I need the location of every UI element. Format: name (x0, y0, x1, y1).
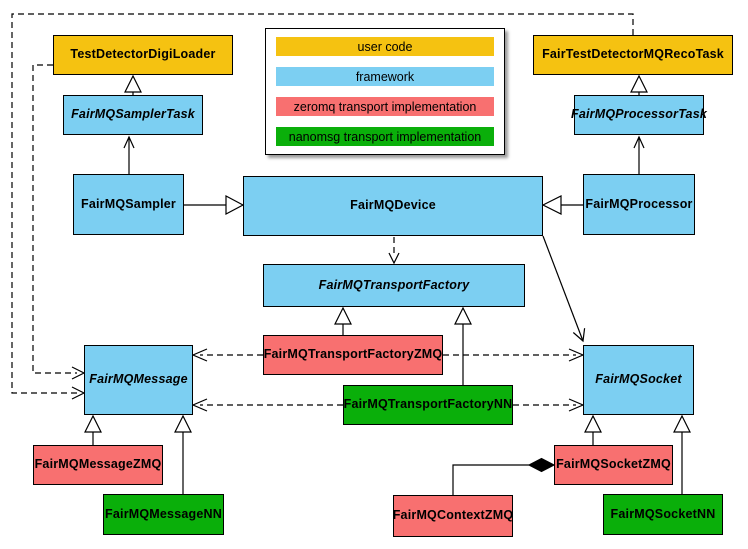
node-fairmqprocessor: FairMQProcessor (583, 174, 695, 235)
edge-processor-device (541, 195, 583, 215)
node-fairtestdetectormqrecotask: FairTestDetectorMQRecoTask (533, 35, 733, 75)
node-testdetectordigiloader: TestDetectorDigiLoader (53, 35, 233, 75)
node-fairmqprocessortask: FairMQProcessorTask (571, 95, 707, 135)
edge-device-transportfactory (388, 237, 400, 265)
edge-samplertask-digiloader (124, 74, 142, 95)
edge-processor-processortask (633, 135, 645, 174)
node-fairmqdevice: FairMQDevice (243, 176, 543, 236)
edge-socketzmq-socket (584, 414, 602, 445)
legend-item-zeromq: zeromq transport implementation (276, 97, 494, 116)
node-fairmqmessagenn: FairMQMessageNN (103, 494, 224, 535)
edge-sampler-device (184, 195, 245, 215)
node-fairmqtransportfactorynn: FairMQTransportFactoryNN (343, 385, 513, 425)
node-fairmqmessage: FairMQMessage (84, 345, 193, 415)
node-fairmqcontextzmq: FairMQContextZMQ (393, 495, 513, 537)
legend-item-framework: framework (276, 67, 494, 86)
edge-factorynn-factory (454, 306, 472, 385)
edge-factoryzmq-message (191, 348, 263, 362)
edge-device-socket (542, 235, 586, 343)
legend: user code framework zeromq transport imp… (265, 28, 505, 155)
edge-processortask-recotask (630, 74, 648, 95)
edge-contextzmq-socketzmq (452, 457, 556, 495)
edge-factorynn-socket (513, 398, 585, 412)
edge-messagezmq-message (84, 414, 102, 445)
edge-messagenn-message (174, 414, 192, 494)
node-fairmqmessagezmq: FairMQMessageZMQ (33, 445, 163, 485)
node-fairmqtransportfactoryzmq: FairMQTransportFactoryZMQ (263, 335, 443, 375)
node-fairmqsocket: FairMQSocket (583, 345, 694, 415)
legend-item-nanomsg: nanomsg transport implementation (276, 127, 494, 146)
legend-item-user-code: user code (276, 37, 494, 56)
node-fairmqtransportfactory: FairMQTransportFactory (263, 264, 525, 307)
node-fairmqsamplertask: FairMQSamplerTask (63, 95, 203, 135)
edge-socketnn-socket (673, 414, 691, 494)
node-fairmqsocketzmq: FairMQSocketZMQ (554, 445, 673, 485)
edge-factoryzmq-socket (443, 348, 585, 362)
node-fairmqsocketnn: FairMQSocketNN (603, 494, 723, 535)
edge-sampler-samplertask (123, 135, 135, 174)
edge-factorynn-message (191, 398, 343, 412)
edge-factoryzmq-factory (334, 306, 352, 335)
node-fairmqsampler: FairMQSampler (73, 174, 184, 235)
